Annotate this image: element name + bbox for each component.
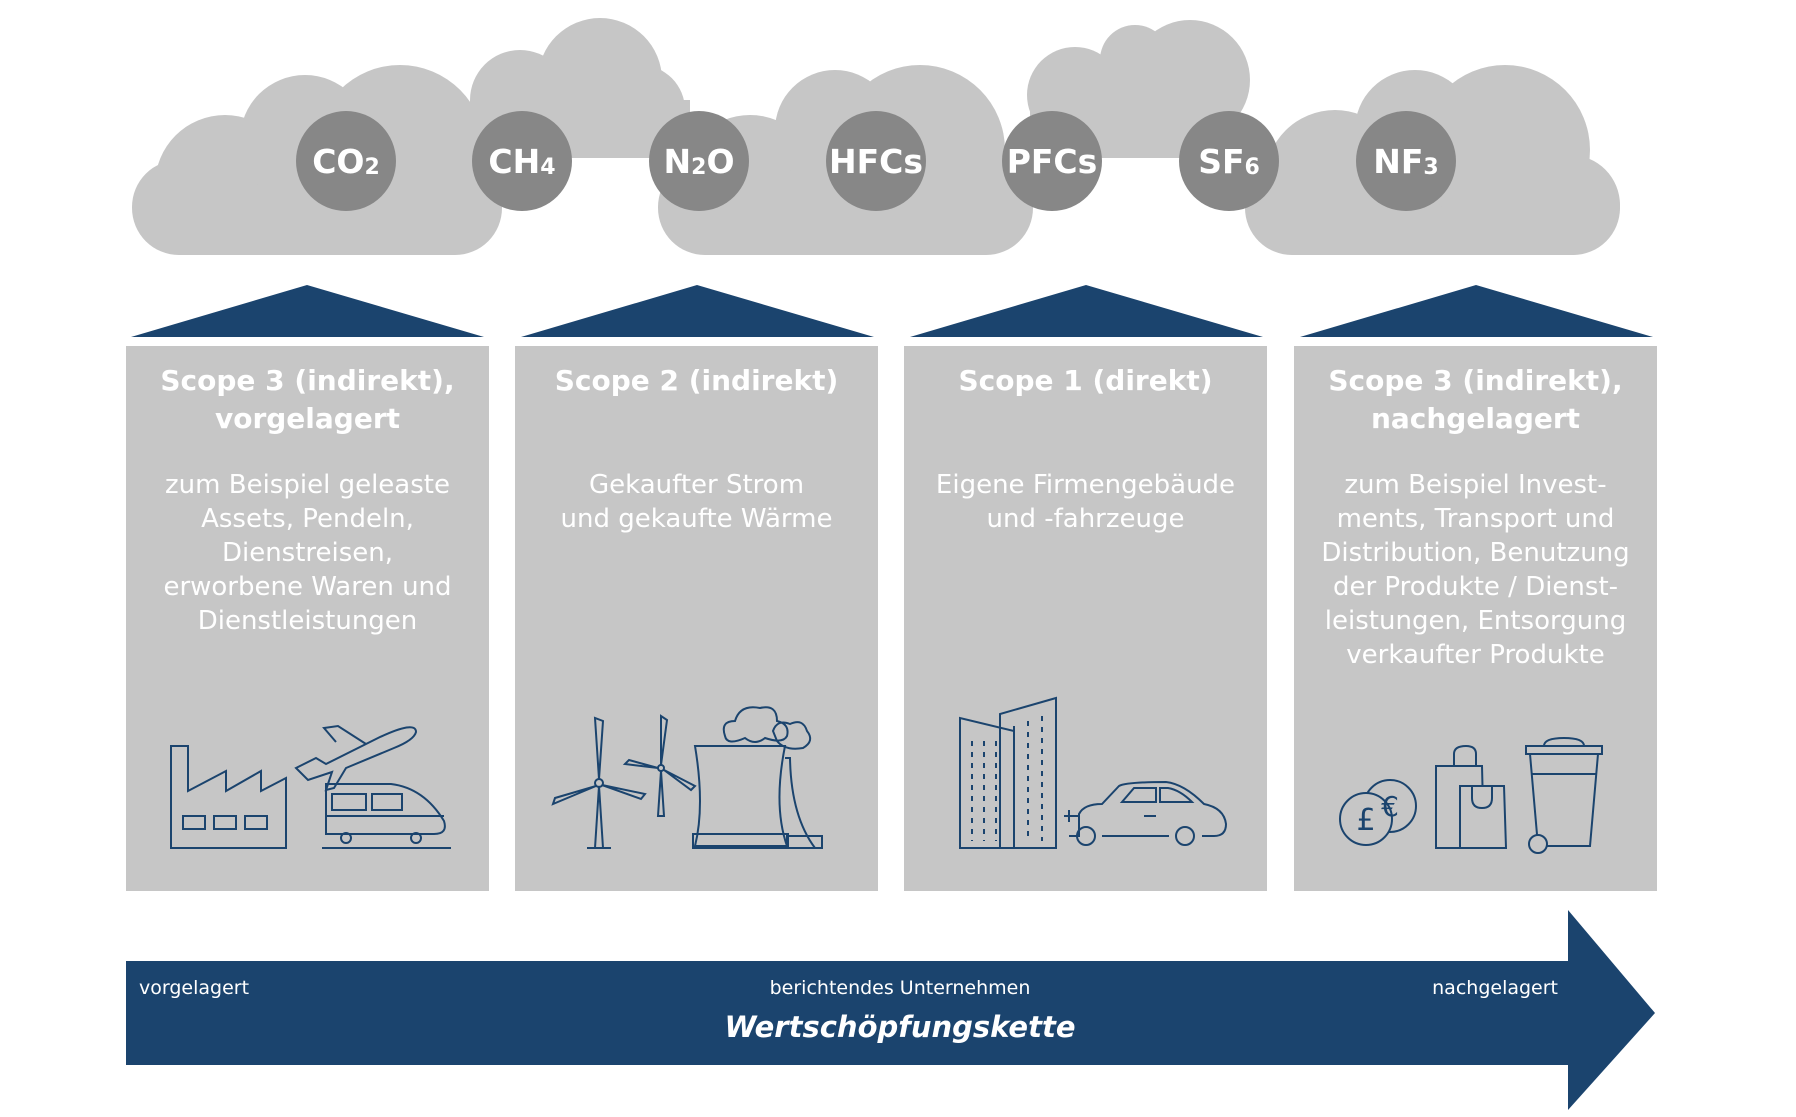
electric-car-icon (1064, 780, 1228, 846)
value-chain-title: Wertschöpfungskette (724, 1010, 1076, 1044)
scope-3-upstream-icons (170, 724, 451, 849)
value-chain-arrow (126, 910, 1655, 1110)
scope-description: Gekaufter Strom und gekaufte Wärme (560, 470, 833, 534)
gas-pfcs-circle: PFCs (1002, 111, 1102, 211)
scope-description: zum Beispiel Invest- ments, Transport un… (1321, 470, 1630, 670)
gas-ch4-label: CH (488, 141, 541, 181)
scope-roof-4 (1300, 285, 1653, 337)
scope-title: Scope 3 (indirekt), vorgelagert (160, 364, 455, 435)
scope-title: Scope 1 (direkt) (958, 364, 1213, 397)
power-plant-icon (692, 706, 823, 849)
scope-roof-3 (910, 285, 1263, 337)
value-chain-company-label: berichtendes Unternehmen (769, 977, 1031, 999)
scope-3-downstream-panel: Scope 3 (indirekt), nachgelagert zum Bei… (1294, 346, 1657, 891)
scope-title: Scope 3 (indirekt), nachgelagert (1328, 364, 1623, 435)
gas-sf6-label: SF (1198, 141, 1245, 181)
scope-1-icons (959, 696, 1228, 849)
shopping-bag-icon (1435, 744, 1508, 849)
scope-2-panel: Scope 2 (indirekt) Gekaufter Strom und g… (515, 346, 878, 891)
train-icon (322, 783, 451, 849)
gas-hfcs-circle: HFCs (826, 111, 926, 211)
gas-hfcs-label: HFCs (828, 141, 924, 181)
wind-turbine-icon (622, 714, 697, 817)
scope-3-upstream-panel: Scope 3 (indirekt), vorgelagert zum Beis… (126, 346, 489, 891)
trash-bin-icon (1525, 736, 1603, 854)
scope-2-icons (551, 706, 823, 849)
scope-title: Scope 2 (indirekt) (554, 364, 839, 397)
scope-description: Eigene Firmengebäude und -fahrzeuge (935, 470, 1236, 534)
gas-nf3-label: NF (1373, 141, 1424, 181)
wind-turbine-icon (551, 716, 647, 849)
scope-roof-1 (131, 285, 484, 337)
scope-roof-2 (521, 285, 874, 337)
svg-text:€: € (1381, 790, 1399, 823)
office-building-icon (959, 696, 1057, 849)
scope-1-panel: Scope 1 (direkt) Eigene Firmengebäude un… (904, 346, 1267, 891)
svg-text:£: £ (1356, 803, 1375, 838)
value-chain-upstream-label: vorgelagert (139, 977, 250, 999)
gas-co2-label: CO (312, 141, 365, 181)
value-chain-downstream-label: nachgelagert (1432, 977, 1558, 999)
factory-icon (170, 745, 287, 849)
airplane-icon (294, 724, 418, 792)
scope-description: zum Beispiel geleaste Assets, Pendeln, D… (163, 470, 452, 636)
cloud-right-puff (1520, 155, 1620, 255)
coins-icon: € £ (1339, 779, 1417, 846)
gas-n2o-label: N (663, 141, 692, 181)
gas-pfcs-label: PFCs (1006, 141, 1098, 181)
scope-3-downstream-icons: € £ (1339, 736, 1603, 854)
gas-n2o-tail: O (706, 141, 735, 181)
